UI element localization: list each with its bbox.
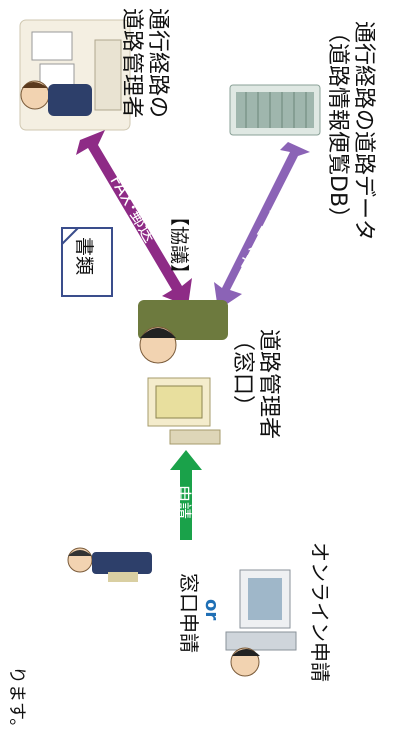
route-manager-label-line2: 道路管理者 [119,8,144,119]
permit-flow-diagram: ります。 通行経路の 道路管理者 通行経路の道路データ （道路情報便覧DB） F… [6,8,376,736]
route-data-label-line1: 通行経路の道路データ [351,21,376,242]
or-label: or [201,599,222,621]
window-manager-label: 道路管理者 （窓口） [229,329,281,459]
window-manager-label-line2: （窓口） [230,329,255,418]
window-applicant-illustration [67,547,152,582]
online-apply-label: オンライン申請 [308,542,332,682]
diagram-graphics [19,19,321,677]
online-arrow [214,142,310,310]
documents-card [61,227,113,297]
route-data-label: 通行経路の道路データ （道路情報便覧DB） [324,21,376,271]
apply-arrow [170,450,202,540]
apply-arrow-label: 申請 [172,485,192,519]
route-manager-illustration [19,19,131,131]
server-illustration [229,84,321,136]
window-apply-label: 窓口申請 [177,573,201,653]
window-manager-illustration [138,300,228,445]
top-fragment-text: ります。 [6,666,27,736]
route-data-label-line2: （道路情報便覧DB） [325,21,350,230]
online-applicant-illustration [225,569,297,677]
consult-label: 【協議】 [168,207,190,284]
route-manager-label-line1: 通行経路の [145,8,170,119]
fax-post-arrow [76,130,192,306]
documents-label: 書類 [73,237,95,276]
window-manager-label-line1: 道路管理者 [256,329,281,440]
route-manager-label: 通行経路の 道路管理者 [118,8,170,168]
